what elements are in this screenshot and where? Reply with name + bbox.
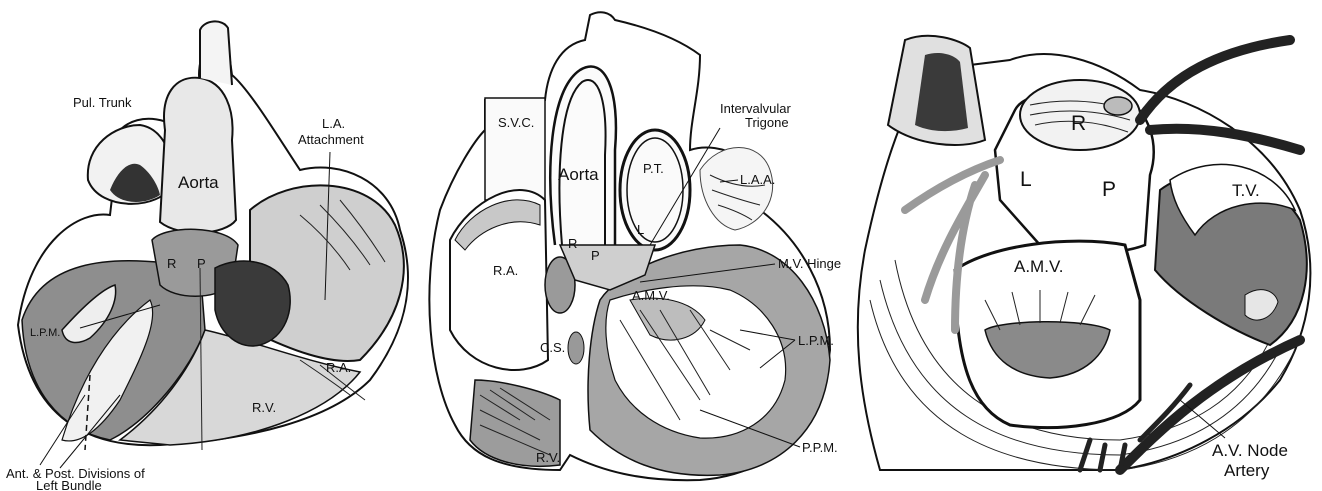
aorta-top [200, 21, 232, 85]
label-amv-mid: A.M.V. [632, 288, 670, 303]
panel-right: R L P T.V. A.M.V. A.V. Node Artery [858, 36, 1311, 480]
label-p-right: P [1102, 178, 1116, 201]
label-laa: L.A.A. [740, 172, 775, 187]
label-av-node-1: A.V. Node [1212, 441, 1288, 460]
label-lpm-mid: L.P.M. [798, 333, 834, 348]
aorta-tube [160, 78, 236, 233]
label-l-mid: L [637, 222, 644, 237]
label-mvhinge: M.V. Hinge [778, 256, 841, 271]
label-ra-mid: R.A. [493, 263, 518, 278]
label-amv-right: A.M.V. [1014, 257, 1063, 276]
panel-left: Pul. Trunk Aorta L.A. Attachment R P L.P… [6, 21, 408, 491]
label-aorta-mid: Aorta [558, 165, 599, 184]
panel-middle: S.V.C. Aorta P.T. Intervalvular Trigone … [429, 12, 841, 480]
label-lpm: L.P.M. [30, 327, 60, 339]
label-ppm: P.P.M. [802, 440, 838, 455]
label-la-1: L.A. [322, 116, 345, 131]
svc [485, 98, 545, 200]
laa [700, 148, 773, 231]
label-la-2: Attachment [298, 132, 364, 147]
label-intervalvular-1: Intervalvular [720, 101, 791, 116]
label-ra: R.A. [326, 360, 351, 375]
label-rv-mid: R.V. [536, 450, 560, 465]
label-p-mid: P [591, 248, 600, 263]
label-cs: C.S. [540, 340, 565, 355]
label-av-node-2: Artery [1224, 461, 1270, 480]
label-tv: T.V. [1232, 181, 1260, 200]
label-r: R [167, 256, 176, 271]
label-intervalvular-2: Trigone [745, 115, 789, 130]
label-antpost-2: Left Bundle [36, 478, 102, 491]
label-svc: S.V.C. [498, 115, 534, 130]
right-r-ostium [1104, 97, 1132, 115]
label-pt: P.T. [643, 161, 664, 176]
label-r-right: R [1071, 112, 1086, 135]
coronary-sinus [568, 332, 584, 364]
middle-pt-ring [620, 130, 690, 250]
label-p: P [197, 256, 206, 271]
leader-av-node [1180, 400, 1225, 438]
label-r-mid: R [568, 236, 577, 251]
label-aorta: Aorta [178, 173, 219, 192]
label-l-right: L [1020, 168, 1032, 191]
label-pul-trunk: Pul. Trunk [73, 95, 132, 110]
la-attachment-dark [215, 261, 290, 346]
label-rv: R.V. [252, 400, 276, 415]
